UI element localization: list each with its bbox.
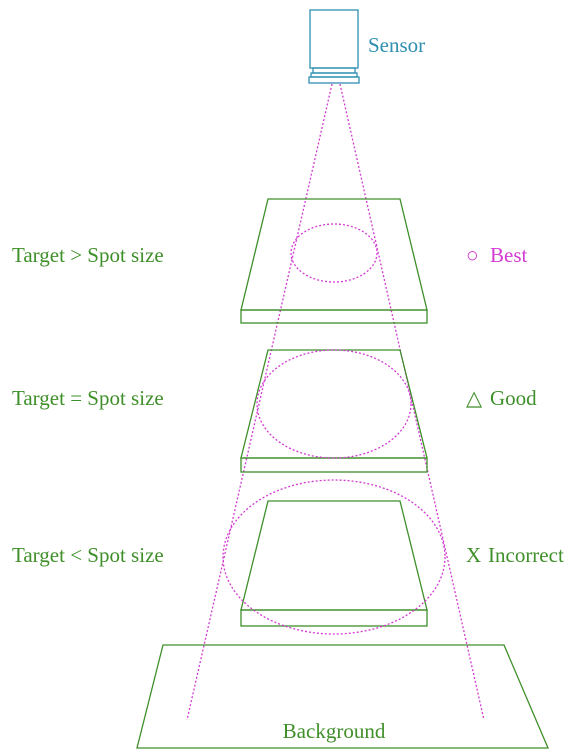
target-large-edge [240, 309, 428, 324]
circle-marker: ○ [466, 243, 479, 267]
triangle-marker: △ [466, 386, 483, 410]
target-medium-edge [240, 457, 428, 473]
background-label: Background [283, 719, 386, 743]
x-marker: X [466, 543, 481, 567]
sensor-ring-1 [312, 67, 356, 74]
sensor-label: Sensor [368, 33, 425, 57]
target-large [240, 198, 428, 324]
spot-small [290, 223, 378, 283]
target-small-top [240, 500, 428, 611]
beam-cone [186, 83, 485, 721]
verdict-label-1: Best [490, 243, 528, 267]
sensor-body [309, 9, 359, 69]
condition-label-3: Target < Spot size [12, 543, 164, 567]
beam-line-left [186, 83, 333, 721]
verdict-label-3: Incorrect [488, 543, 564, 567]
target-large-top [240, 198, 428, 311]
sensor-ring-3 [308, 76, 360, 84]
condition-label-1: Target > Spot size [12, 243, 164, 267]
verdict-label-2: Good [490, 386, 537, 410]
background-plane [136, 644, 549, 749]
spot-medium [256, 349, 412, 459]
sensor [308, 9, 360, 84]
target-small [240, 500, 428, 627]
beam-line-right [339, 83, 485, 721]
target-medium-top [240, 349, 428, 459]
target-medium [240, 349, 428, 473]
spot-large [222, 479, 446, 635]
target-small-edge [240, 609, 428, 627]
condition-label-2: Target = Spot size [12, 386, 164, 410]
